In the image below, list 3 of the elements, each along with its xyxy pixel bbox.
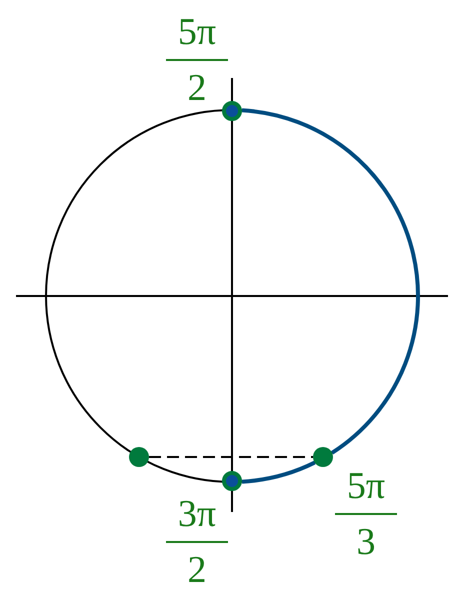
fraction-label: 3π 2 xyxy=(162,493,232,591)
fraction-label: 5π 3 xyxy=(331,465,401,563)
fraction-label: 5π 2 xyxy=(162,11,232,109)
